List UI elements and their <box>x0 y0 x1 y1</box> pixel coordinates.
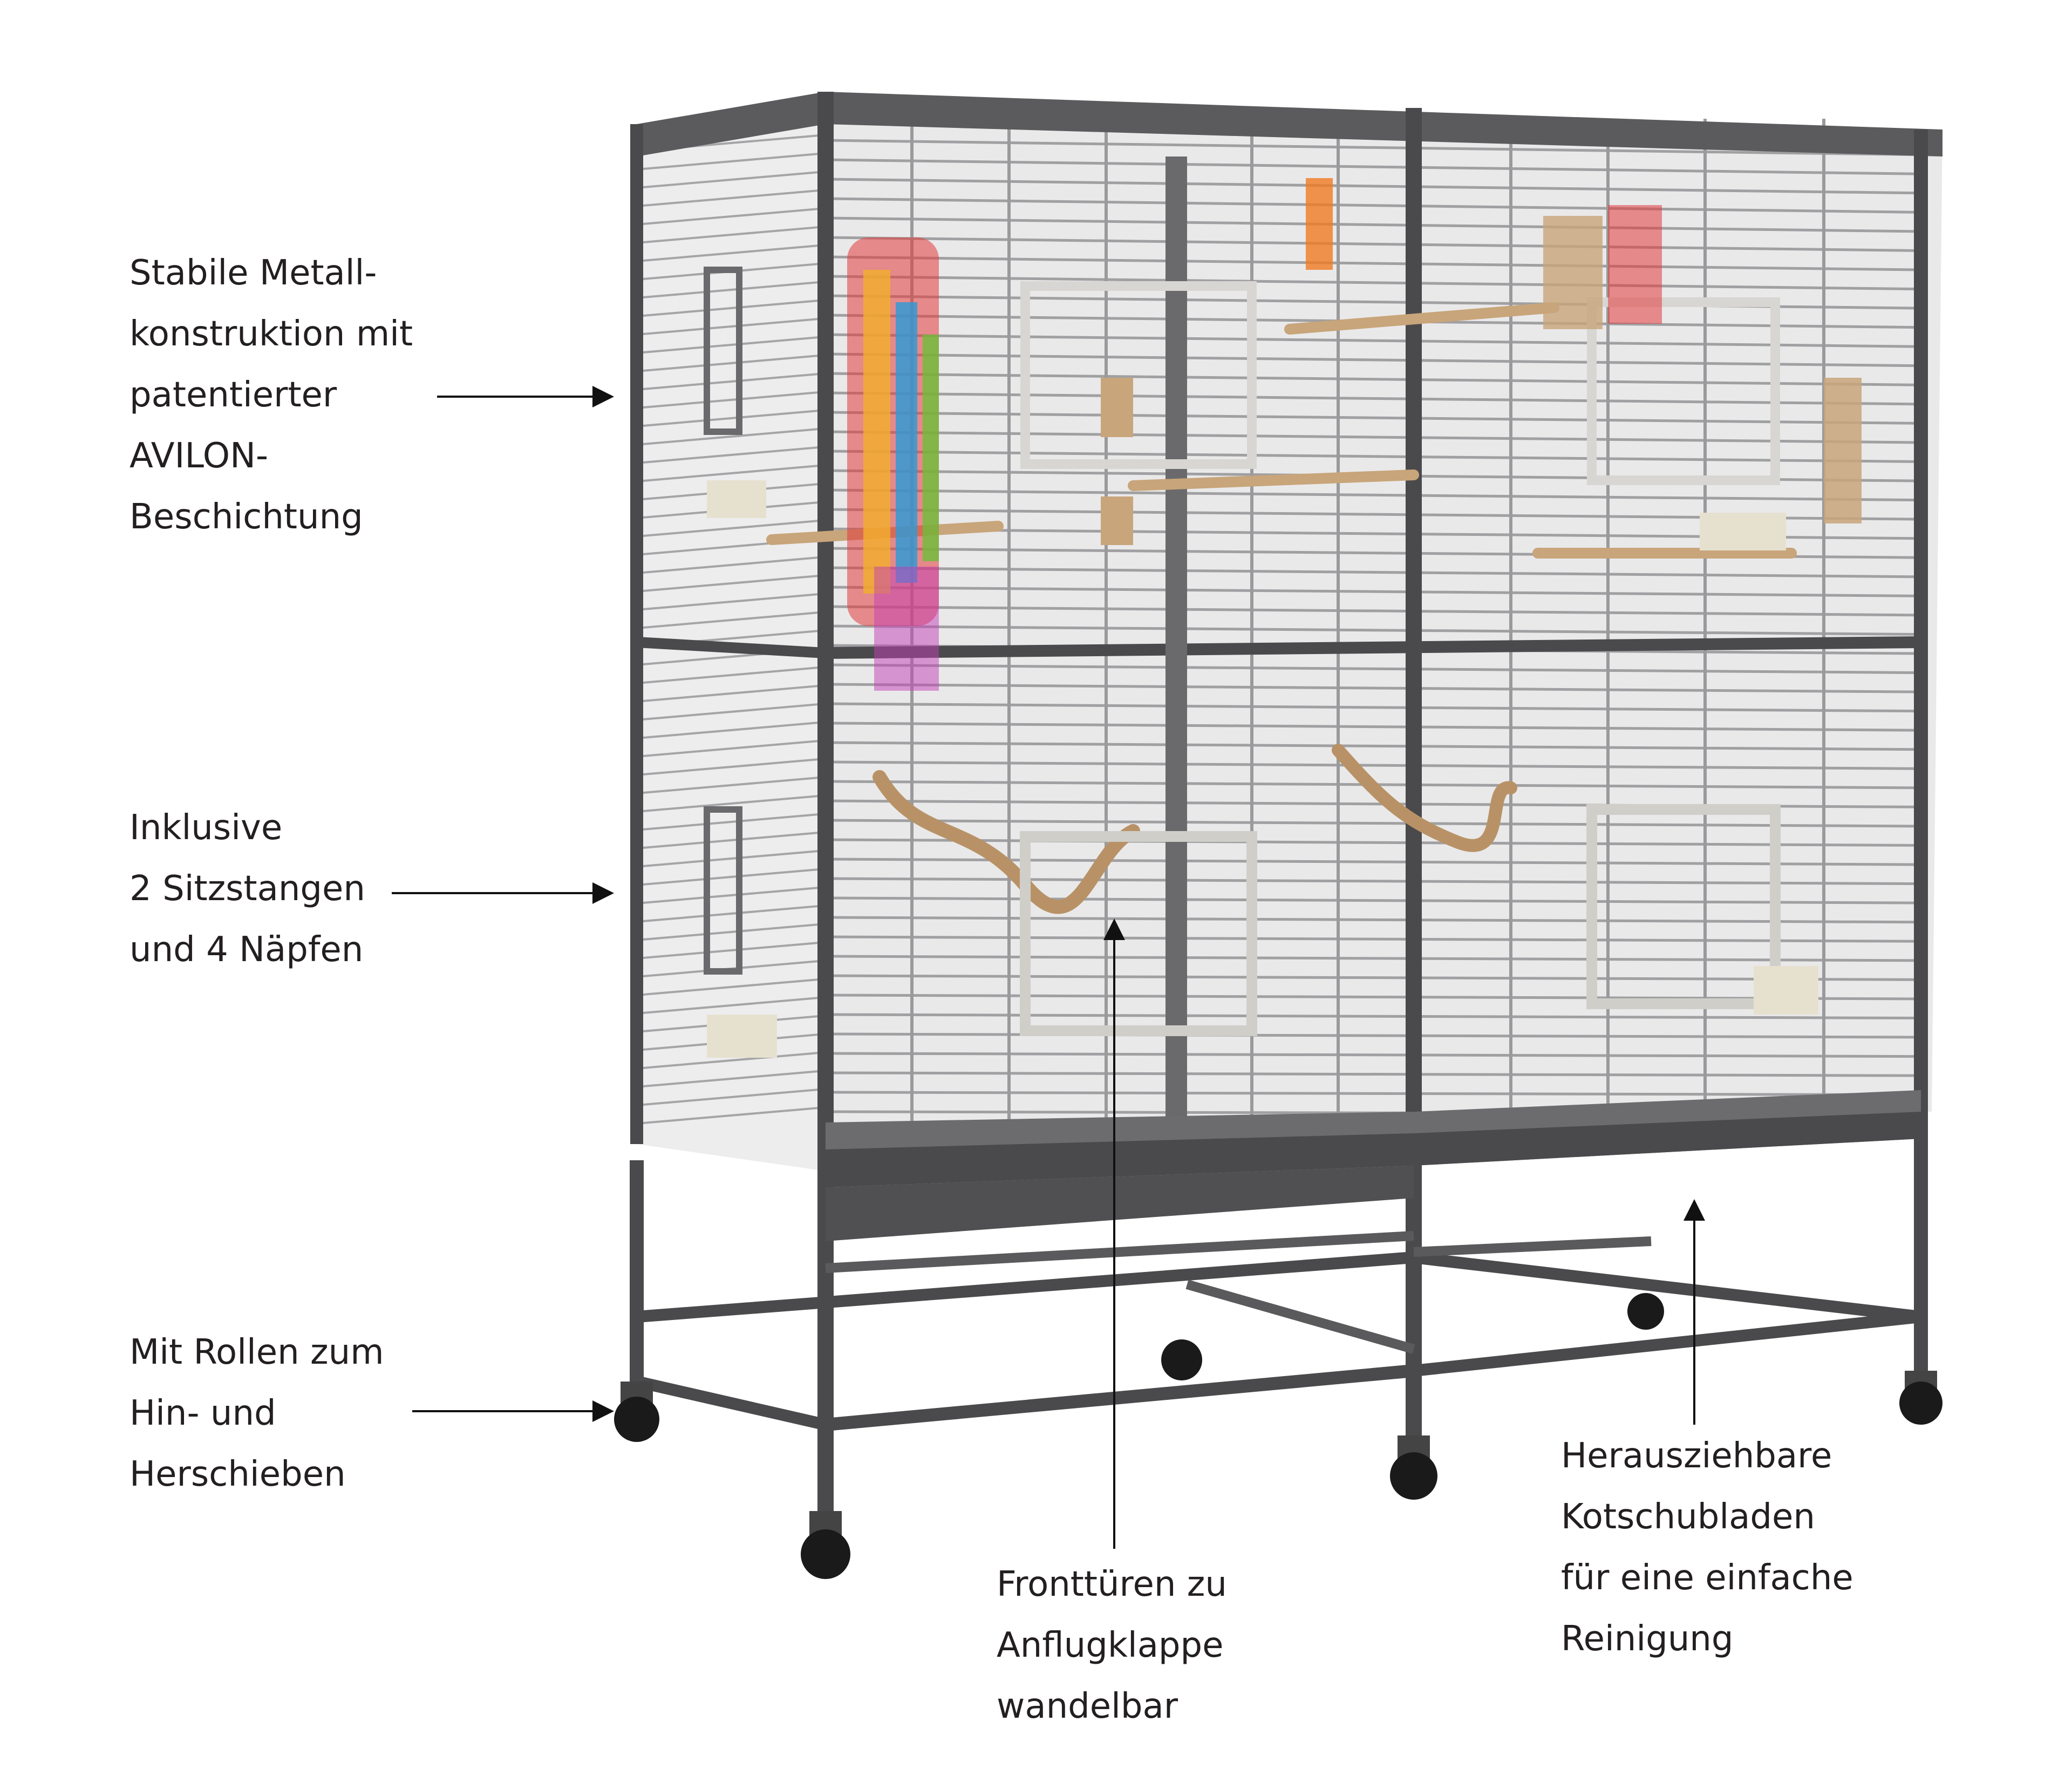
callout-drawer-label: Herausziehbare Kotschubladen für eine ei… <box>1561 1436 1853 1659</box>
callout-perch-label: Inklusive 2 Sitzstangen und 4 Näpfen <box>130 808 365 970</box>
bird-toys <box>847 178 1862 691</box>
cage-stand <box>630 1122 1928 1511</box>
feeder-doors <box>704 267 1818 1058</box>
callout-frame-label: Stabile Metall- konstruktion mit patenti… <box>130 253 413 537</box>
callout-doors-label: Fronttüren zu Anflugklappe wandelbar <box>997 1564 1227 1726</box>
cage-body <box>630 92 1942 1241</box>
cage-wheels <box>614 1293 1942 1579</box>
annotation-arrows <box>392 386 1705 1549</box>
callout-wheels-label: Mit Rollen zum Hin- und Herschieben <box>130 1332 384 1494</box>
